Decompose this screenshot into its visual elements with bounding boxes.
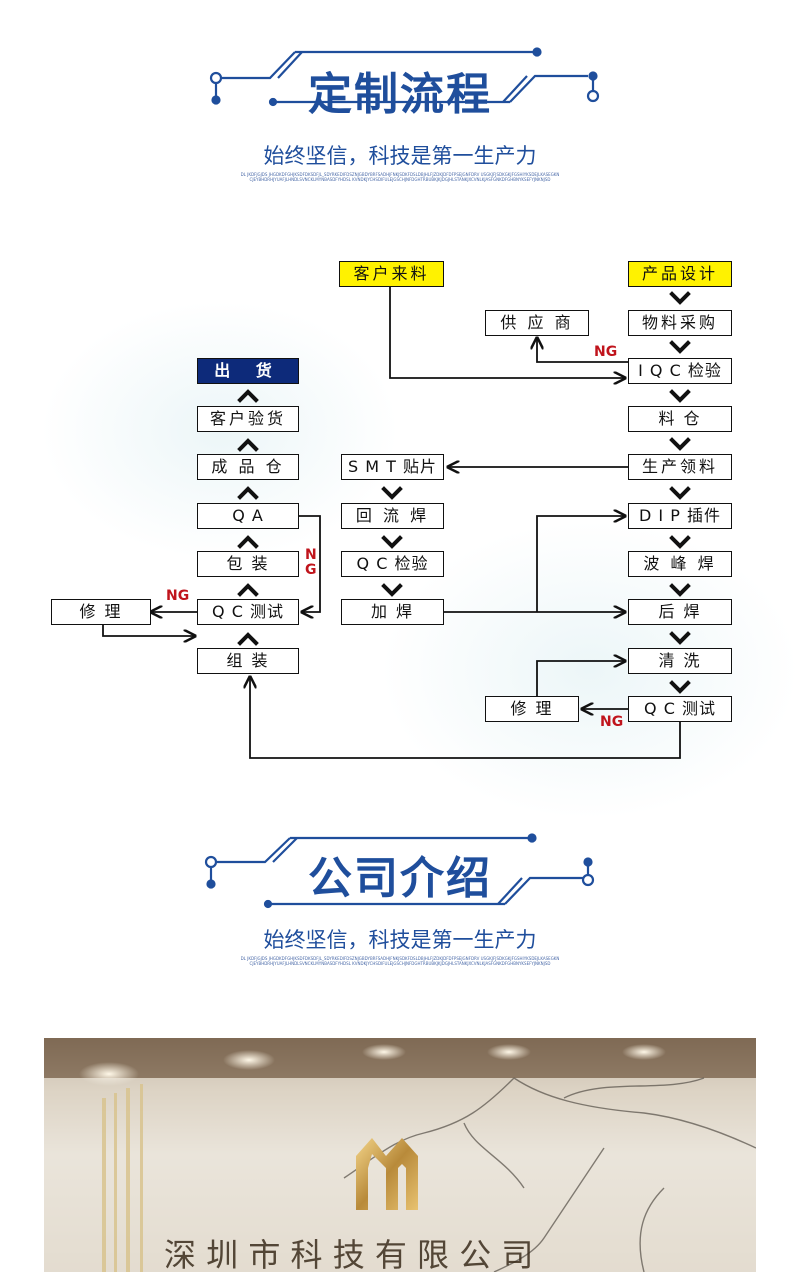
box-production-issue: 生产领料 bbox=[628, 454, 732, 480]
box-assembly: 组 装 bbox=[197, 648, 299, 674]
box-customer-material: 客户来料 bbox=[339, 261, 444, 287]
company-sign-lettering: 深 圳 市 科 技 有 限 公 司 bbox=[164, 1236, 533, 1272]
box-wave-soldering: 波 峰 焊 bbox=[628, 551, 732, 577]
box-reflow-soldering: 回 流 焊 bbox=[341, 503, 444, 529]
box-repair-right: 修 理 bbox=[485, 696, 579, 722]
section-fineprint-process: DL JKDFJGJDS JHGDKDFGHJKSDFDKSDFJL_SDYRK… bbox=[240, 172, 560, 182]
section-title-process: 定制流程 bbox=[308, 69, 492, 120]
box-packing: 包 装 bbox=[197, 551, 299, 577]
ng-label-qc-left: NG bbox=[166, 588, 190, 604]
section-fineprint-company: DL JKDFJGJDS JHGDKDFGHJKSDFDKSDFJL_SDYRK… bbox=[240, 956, 560, 966]
lobby-wall-illustration: 深 圳 市 科 技 有 限 公 司 bbox=[44, 1038, 756, 1272]
box-material-warehouse: 料 仓 bbox=[628, 406, 732, 432]
box-supplier: 供 应 商 bbox=[485, 310, 589, 336]
box-material-purchase: 物料采购 bbox=[628, 310, 732, 336]
section-subtitle-company: 始终坚信，科技是第一生产力 bbox=[263, 928, 537, 952]
box-add-soldering: 加 焊 bbox=[341, 599, 444, 625]
section-header-ornament-2 bbox=[204, 833, 595, 909]
box-qc-test-right: Q C 测试 bbox=[628, 696, 732, 722]
flowchart-connectors bbox=[102, 286, 691, 759]
ng-label-iqc: NG bbox=[594, 344, 618, 360]
box-qc-test-left: Q C 测试 bbox=[197, 599, 299, 625]
box-qc-inspection: Q C 检验 bbox=[341, 551, 444, 577]
box-shipment: 出 货 bbox=[197, 358, 299, 384]
company-lobby-photo: 深 圳 市 科 技 有 限 公 司 bbox=[44, 1038, 756, 1272]
box-iqc-inspection: I Q C 检验 bbox=[628, 358, 732, 384]
box-product-design: 产品设计 bbox=[628, 261, 732, 287]
box-smt-placement: S M T 贴片 bbox=[341, 454, 444, 480]
box-qa: Q A bbox=[197, 503, 299, 529]
section-header-ornament-1 bbox=[209, 47, 600, 107]
section-title-company: 公司介绍 bbox=[308, 853, 492, 904]
ng-label-qc-right: NG bbox=[600, 714, 624, 730]
box-post-soldering: 后 焊 bbox=[628, 599, 732, 625]
box-dip-insertion: D I P 插件 bbox=[628, 503, 732, 529]
section-subtitle-process: 始终坚信，科技是第一生产力 bbox=[263, 144, 537, 168]
box-repair-left: 修 理 bbox=[51, 599, 151, 625]
box-finished-warehouse: 成 品 仓 bbox=[197, 454, 299, 480]
box-cleaning: 清 洗 bbox=[628, 648, 732, 674]
box-customer-inspection: 客户验货 bbox=[197, 406, 299, 432]
